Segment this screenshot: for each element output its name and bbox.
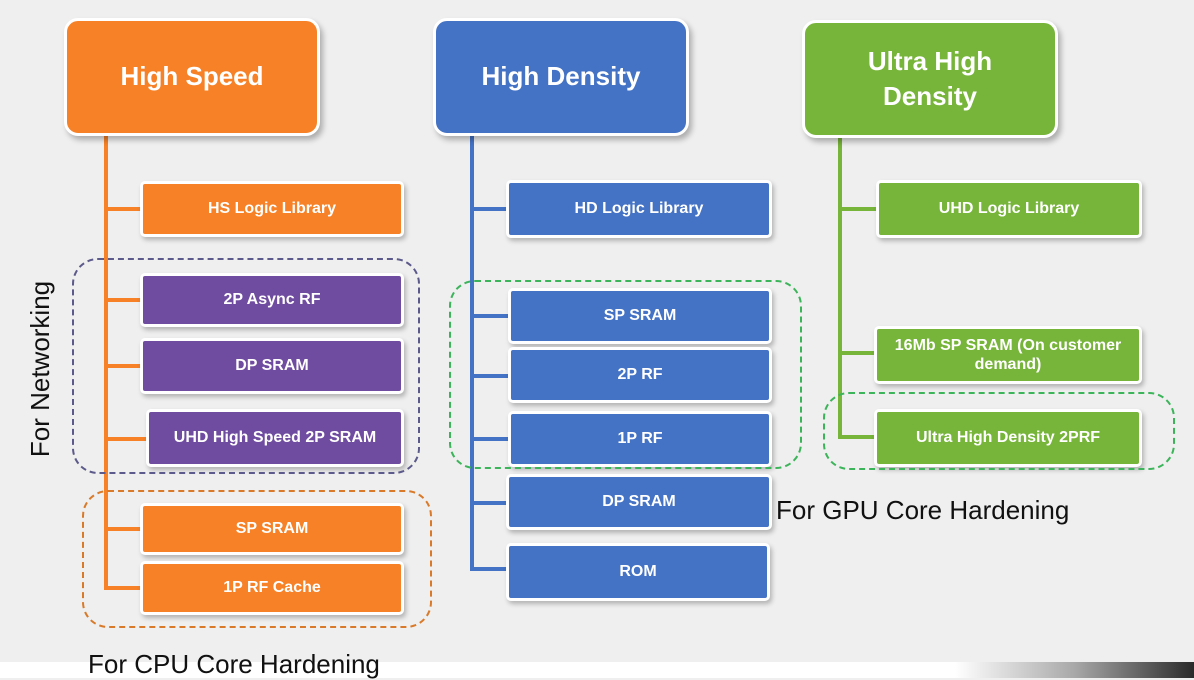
ultra-high-density-trunk (838, 135, 842, 437)
high-density-trunk (470, 133, 474, 571)
high-density-branch (470, 437, 510, 441)
networking-label: For Networking (25, 280, 55, 458)
header-ultra-high-density: Ultra High Density (802, 20, 1058, 138)
high-speed-branch (104, 527, 142, 531)
high-density-branch (470, 314, 510, 318)
header-high-speed: High Speed (64, 18, 320, 136)
1p-rf-box: 1P RF (508, 411, 772, 467)
hd-logic-library-box: HD Logic Library (506, 180, 772, 238)
high-speed-branch (104, 298, 142, 302)
2p-async-rf-box: 2P Async RF (140, 273, 404, 327)
16mb-sp-sram-box: 16Mb SP SRAM (On customer demand) (874, 326, 1142, 384)
ultra-high-density-branch (838, 351, 882, 355)
header-high-density: High Density (433, 18, 689, 136)
ultra-high-density-2prf-box: Ultra High Density 2PRF (874, 409, 1142, 467)
high-speed-branch (104, 586, 142, 590)
uhd-logic-library-box: UHD Logic Library (876, 180, 1142, 238)
high-density-branch (470, 567, 510, 571)
high-speed-trunk (104, 135, 108, 588)
1p-rf-cache-box: 1P RF Cache (140, 561, 404, 615)
gpu-group-label: For GPU Core Hardening (776, 495, 1070, 525)
ultra-high-density-branch (838, 435, 882, 439)
cpu-group-outline (82, 490, 432, 628)
hd-sram-rf-group-outline (449, 280, 802, 469)
gpu-group-outline (823, 392, 1175, 470)
ultra-high-density-branch (838, 207, 882, 211)
uhd-high-speed-2p-sram-box: UHD High Speed 2P SRAM (146, 409, 404, 467)
high-speed-branch (104, 437, 148, 441)
sp-sram-box: SP SRAM (508, 288, 772, 344)
high-density-branch (470, 207, 510, 211)
hs-logic-library-box: HS Logic Library (140, 181, 404, 237)
cpu-group-label: For CPU Core Hardening (88, 649, 380, 679)
high-speed-branch (104, 364, 142, 368)
sp-sram-box: SP SRAM (140, 503, 404, 555)
bottom-gradient-bar (0, 662, 1194, 678)
high-speed-branch (104, 207, 142, 211)
rom-box: ROM (506, 543, 770, 601)
networking-group-outline (72, 258, 420, 474)
dp-sram-box: DP SRAM (140, 338, 404, 394)
high-density-branch (470, 501, 510, 505)
2p-rf-box: 2P RF (508, 347, 772, 403)
dp-sram-box: DP SRAM (506, 474, 772, 530)
high-density-branch (470, 374, 510, 378)
